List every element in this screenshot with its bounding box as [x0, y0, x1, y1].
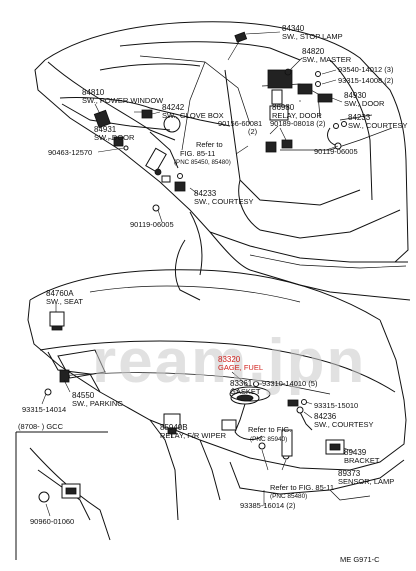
label-84810: 84810 SW., POWER WINDOW [82, 88, 164, 105]
lamp-sensor-bracket [325, 439, 355, 455]
screw-93315-15010 [301, 399, 307, 405]
label-93310: 93310-14010 (5) [262, 379, 318, 388]
top-leaders [94, 39, 339, 223]
label-84236: 84236 SW., COURTESY [314, 412, 373, 429]
label-refer1: Refer to FIG. 85-11 (PNC 85450, 85480) [174, 140, 231, 166]
parking-switch [59, 369, 70, 383]
courtesy-switch-center [174, 173, 186, 192]
screw-90119-lower [152, 204, 160, 212]
bottom-leaders [41, 304, 313, 517]
courtesy-switch-rear [287, 399, 313, 431]
key-cylinder [145, 147, 171, 183]
gasket [229, 386, 271, 402]
relay-block [281, 139, 293, 149]
label-90119b: 90119-06005 [130, 220, 174, 229]
label-84820: 84820 SW., MASTER [302, 47, 352, 64]
glove-box-switch [141, 109, 161, 119]
label-gcc: (8708- ) GCC [18, 422, 64, 431]
watermark: ream.jpn [92, 327, 366, 396]
label-84930: 84930 SW., DOOR [344, 91, 385, 108]
label-84233b: 84233 SW., COURTESY [194, 189, 253, 206]
door-switch-right [317, 93, 343, 103]
screw-93385-a [258, 442, 266, 450]
fuel-gage-sender [221, 391, 263, 440]
figure-code: ME G971-C [340, 555, 380, 564]
label-90119a: 90119-06005 [314, 147, 358, 156]
door-relay [265, 105, 289, 153]
label-84931: 84931 SW., DOOR [94, 125, 135, 142]
label-83361: 83361 GASKET [230, 379, 261, 396]
label-93540: 93540-14012 (3) [338, 65, 394, 74]
stop-lamp-switch [234, 31, 281, 43]
connector-plug [281, 429, 293, 457]
courtesy-switch-right [327, 121, 347, 150]
labels-bottom: 84760A SW., SEAT 83320 GAGE, FUEL 83361 … [18, 289, 394, 526]
wiper-relay [163, 413, 181, 435]
label-86980: 86980 RELAY, DOOR [272, 103, 322, 120]
gcc-inset [15, 431, 111, 560]
label-89373: 89373 SENSOR, LAMP [338, 469, 394, 486]
label-93315c: 93315-15010 [314, 401, 358, 410]
label-93315-top: 93315-14008 (2) [338, 76, 394, 85]
label-85940: 85940B RELAY, F/R WIPER [160, 423, 227, 440]
label-89439: 89439 BRACKET [344, 448, 380, 465]
bottom-parts [44, 311, 355, 460]
screw-93315-top [315, 81, 321, 87]
label-84233a: 84233 SW., COURTESY [348, 113, 407, 130]
label-84340: 84340 SW., STOP LAMP [282, 24, 343, 41]
top-parts [93, 31, 347, 212]
label-93315b: 93315-14014 [22, 405, 66, 414]
label-84550: 84550 SW., PARKING [72, 391, 123, 408]
label-90960: 90960-01060 [30, 517, 74, 526]
power-window-switch [93, 109, 111, 129]
label-pnc: (PNC 85940) [250, 436, 287, 443]
screw-93315-14014 [44, 388, 52, 396]
seat-switch [49, 311, 65, 331]
label-refer2b: Refer to FIG. 85-11 (PNC 85480) [270, 483, 336, 500]
label-refer2a: Refer to FIG. [248, 425, 291, 434]
label-90189: 90189-08018 (2) [270, 119, 326, 128]
label-84242: 84242 SW., GLOVE BOX [162, 103, 224, 120]
label-90463: 90463-12570 [48, 148, 92, 157]
labels-top: 84340 SW., STOP LAMP 84820 SW., MASTER 9… [48, 24, 407, 229]
master-switch [267, 57, 313, 105]
label-83320: 83320 GAGE, FUEL [218, 355, 263, 372]
label-90156: 90156-60081 (2) [218, 119, 264, 136]
label-84760: 84760A SW., SEAT [46, 289, 83, 306]
car-rear-illustration [27, 269, 407, 521]
label-93385: 93385-16014 (2) [240, 501, 296, 510]
screw-93540 [315, 71, 321, 77]
